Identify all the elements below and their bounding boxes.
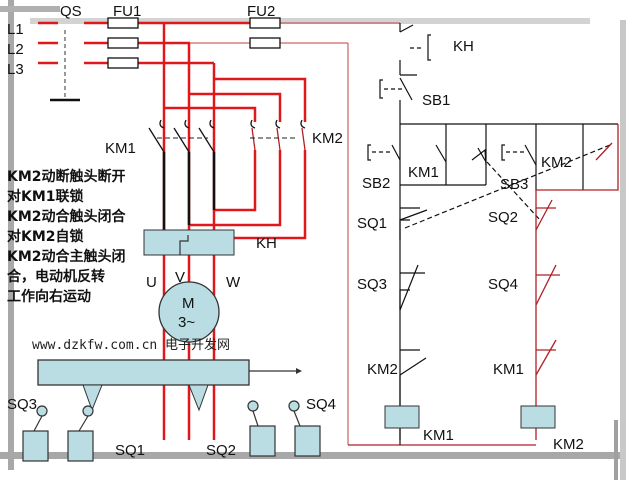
label-km2-interlock: KM2 — [367, 361, 398, 378]
label-w: W — [226, 274, 241, 291]
stop-cam-left — [82, 384, 103, 412]
note-line-1: KM2动断触头断开 — [7, 168, 126, 185]
fuse-fu2 — [249, 17, 281, 49]
label-coil-km2: KM2 — [553, 436, 584, 453]
limit-switches — [22, 400, 321, 462]
note-line-4: 对KM2自锁 — [7, 228, 84, 245]
label-sq1: SQ1 — [357, 215, 387, 232]
power-lines — [38, 21, 250, 65]
label-motor-3: 3~ — [178, 314, 195, 331]
label-fu1: FU1 — [113, 3, 141, 20]
label-sb2: SB2 — [362, 175, 390, 192]
label-coil-km1: KM1 — [423, 427, 454, 444]
label-qs: QS — [60, 3, 82, 20]
note-line-3: KM2动合触头闭合 — [7, 208, 127, 225]
label-mech-sq2: SQ2 — [206, 442, 236, 459]
workbench — [37, 359, 250, 386]
label-l2: L2 — [7, 41, 24, 58]
label-mech-sq3: SQ3 — [7, 396, 37, 413]
label-kh-main: KH — [256, 235, 277, 252]
label-sb1: SB1 — [422, 92, 450, 109]
label-sq3: SQ3 — [357, 276, 387, 293]
label-mech-sq4: SQ4 — [306, 396, 336, 413]
label-mech-sq1: SQ1 — [115, 442, 145, 459]
label-u: U — [146, 274, 157, 291]
label-km1-interlock: KM1 — [493, 361, 524, 378]
label-motor-m: M — [182, 295, 195, 312]
note-line-7: 工作向右运动 — [7, 288, 91, 305]
coil-km1 — [384, 405, 420, 429]
label-km1-main: KM1 — [105, 140, 136, 157]
coil-km2 — [520, 405, 556, 429]
motor — [158, 281, 220, 343]
label-sq2: SQ2 — [488, 209, 518, 226]
watermark: www.dzkfw.com.cn 电子开发网 — [32, 337, 230, 353]
thermal-relay-kh — [143, 229, 235, 256]
label-km2-main: KM2 — [312, 130, 343, 147]
note-line-2: 对KM1联锁 — [7, 188, 84, 205]
label-km2-aux: KM2 — [541, 154, 572, 171]
label-kh-ctrl: KH — [453, 38, 474, 55]
fuse-fu1 — [107, 17, 139, 69]
stop-cam-right — [188, 384, 209, 412]
note-line-6: 合，电动机反转 — [7, 268, 105, 285]
label-km1-aux: KM1 — [408, 164, 439, 181]
label-v: V — [175, 269, 185, 286]
label-sq4: SQ4 — [488, 276, 518, 293]
note-line-5: KM2动合主触头闭 — [7, 248, 126, 265]
label-l3: L3 — [7, 61, 24, 78]
label-sb3: SB3 — [500, 176, 528, 193]
label-l1: L1 — [7, 21, 24, 38]
label-fu2: FU2 — [247, 3, 275, 20]
